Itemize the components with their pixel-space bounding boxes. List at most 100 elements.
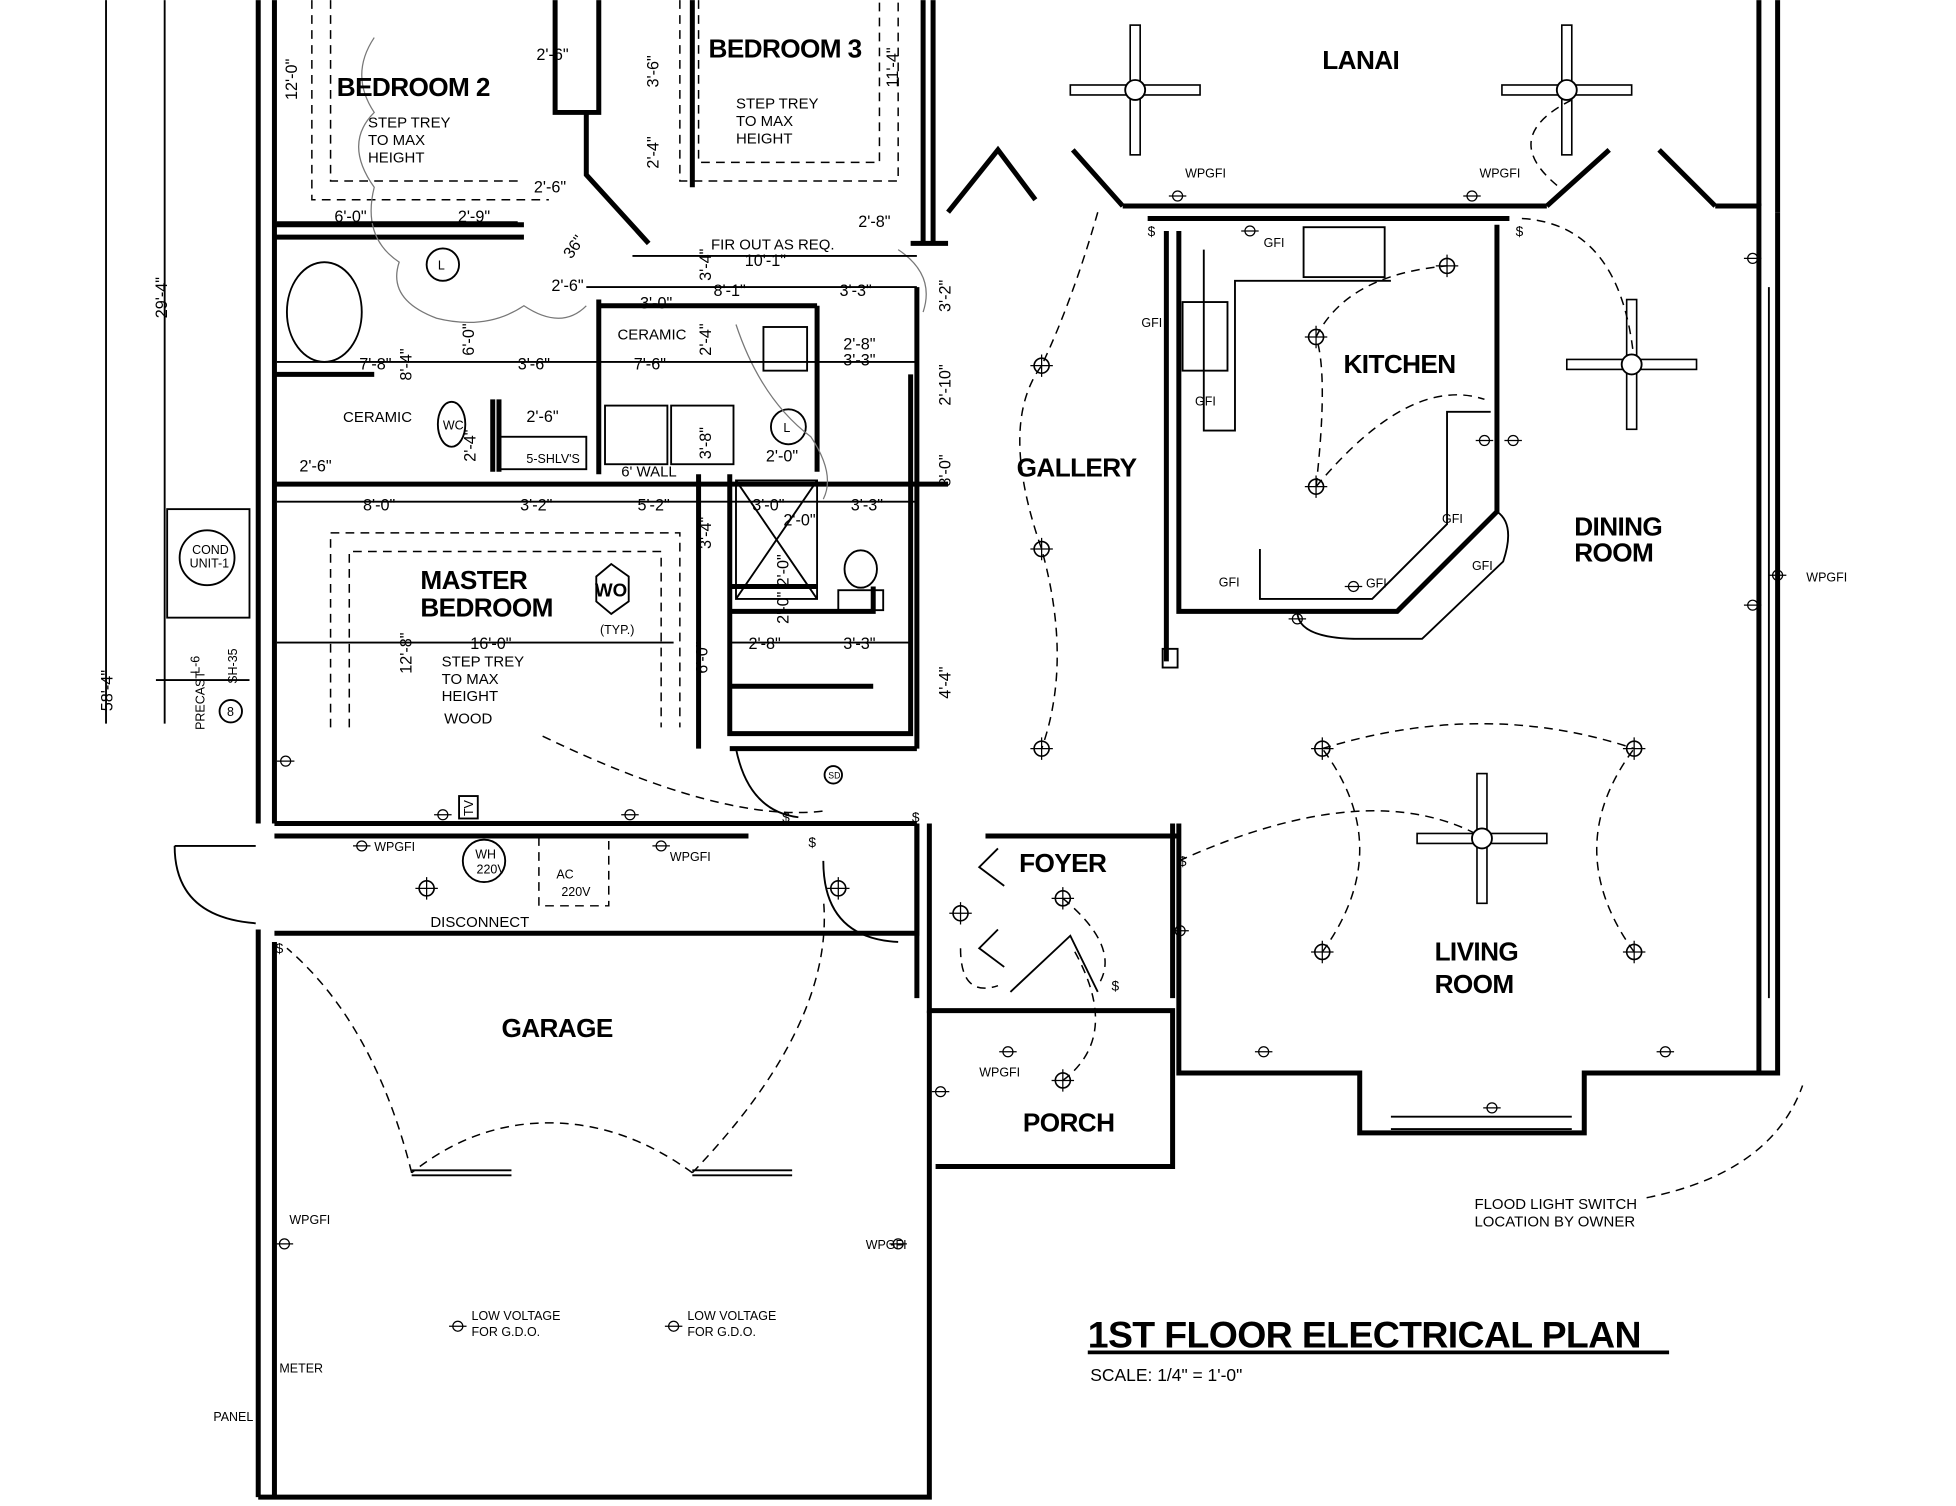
note-step-trey: STEP TREY	[368, 114, 451, 131]
dimension: 3'-4"	[697, 517, 715, 550]
switch-icon: $	[808, 835, 816, 850]
wpgfi-label: WPGFI	[866, 1238, 907, 1252]
light-fixture-icon	[827, 877, 850, 900]
note-to-max: TO MAX	[442, 671, 499, 688]
switch-icon: $	[912, 810, 920, 825]
dimension: 6'-0"	[334, 208, 367, 226]
dimension: 5'-2"	[637, 496, 670, 514]
gfi-label: GFI	[1195, 395, 1216, 409]
notes: STEP TREY TO MAX HEIGHT STEP TREY TO MAX…	[166, 96, 1847, 1424]
note-wh: WH	[475, 847, 496, 861]
light-fixture-icon	[1622, 737, 1646, 760]
dimension: 3'-3"	[843, 635, 876, 653]
fixtures: $$$$$$$$	[275, 24, 1787, 1332]
room-label-kitchen: KITCHEN	[1344, 349, 1456, 379]
note-disconnect: DISCONNECT	[430, 914, 529, 931]
note-tv: TV	[462, 799, 476, 816]
dimension: 8'-0"	[363, 496, 396, 514]
light-fixture-icon	[1051, 887, 1075, 910]
dimension: 2'-6"	[526, 408, 559, 426]
note-for-gdo: FOR G.D.O.	[687, 1325, 756, 1339]
dimension: 3'-4"	[697, 248, 715, 281]
circuit-wiring	[286, 99, 1804, 1199]
note-low-voltage: LOW VOLTAGE	[687, 1309, 776, 1323]
note-wc: WC	[443, 418, 464, 432]
dimension: 2'-0"	[766, 448, 799, 466]
dimension: 2'-4"	[697, 323, 715, 356]
dimension: 2'-8"	[843, 335, 876, 353]
note-ac: AC	[556, 867, 573, 881]
note-fir-out: FIR OUT AS REQ.	[711, 237, 835, 254]
dimension: 36"	[560, 232, 589, 262]
note-step-trey: STEP TREY	[736, 96, 819, 113]
note-low-voltage: LOW VOLTAGE	[472, 1309, 561, 1323]
light-fixture-icon	[1030, 537, 1053, 561]
ceiling-fan-hub-icon	[1124, 79, 1147, 101]
note-panel: PANEL	[213, 1410, 253, 1424]
room-label-dining: DINING	[1574, 511, 1662, 541]
dimension: 2'-9"	[458, 208, 491, 226]
dimension: 2'-10"	[937, 364, 955, 406]
dimension: 2'-6"	[299, 458, 332, 476]
dimension: 2'-0"	[783, 511, 816, 529]
note-6-wall: 6' WALL	[621, 464, 676, 481]
light-fixture-icon	[1030, 737, 1053, 760]
plan-title-text: 1ST FLOOR ELECTRICAL PLAN	[1088, 1313, 1641, 1355]
room-label-bedroom-2: BEDROOM 2	[337, 72, 490, 102]
dimension: 16'-0"	[470, 635, 512, 653]
room-label-garage: GARAGE	[501, 1013, 612, 1043]
note-height: HEIGHT	[368, 149, 425, 166]
light-fixture-icon	[1304, 475, 1328, 498]
dimension: 3'-6"	[645, 55, 663, 88]
dimension: 10'-1"	[745, 252, 787, 270]
dimension: 3'-6"	[518, 355, 551, 373]
note-precast: PRECAST	[194, 671, 208, 730]
light-fixture-icon	[1622, 940, 1646, 964]
dimension: 12'-8"	[398, 632, 416, 674]
note-l6: L-6	[189, 656, 203, 674]
dimension: 2'-6"	[534, 178, 567, 196]
wo-hex-icon	[595, 562, 630, 616]
dimension: 7'-6"	[634, 355, 667, 373]
dimension: 3'-3"	[840, 282, 873, 300]
gfi-label: GFI	[1472, 559, 1493, 573]
dimension-lines	[105, 0, 917, 724]
note-unit: UNIT-1	[190, 557, 230, 571]
dimension: 2'-4"	[645, 136, 663, 169]
light-fixture-icon	[415, 877, 438, 900]
dimension: 3'-2"	[937, 280, 955, 313]
note-cond: COND	[192, 543, 229, 557]
dimension: 8'-0"	[937, 454, 955, 487]
switch-icon: $	[782, 810, 790, 825]
room-label-porch: PORCH	[1023, 1108, 1114, 1138]
note-wood: WOOD	[444, 711, 492, 728]
ceiling-fan-hub-icon	[1620, 353, 1643, 376]
light-fixture-icon	[949, 902, 972, 925]
note-220v: 220V	[561, 885, 591, 899]
note-height: HEIGHT	[442, 688, 499, 705]
room-label-living-room: ROOM	[1435, 969, 1514, 999]
dimension: 29'-4"	[153, 277, 171, 319]
light-fixture-icon	[1311, 940, 1334, 964]
wpgfi-label: WPGFI	[289, 1213, 330, 1227]
light-fixture-icon	[1030, 354, 1053, 377]
dimension: 2'-6"	[551, 277, 584, 295]
dimension: 11'-4"	[884, 47, 902, 87]
dimension: 3'-0"	[640, 294, 673, 312]
room-label-gallery: GALLERY	[1017, 453, 1138, 483]
room-label-bedroom-3: BEDROOM 3	[709, 34, 862, 64]
note-meter: METER	[279, 1361, 323, 1375]
wpgfi-label: WPGFI	[1479, 166, 1520, 180]
wpgfi-label: WPGFI	[1806, 570, 1847, 584]
dimensions: 12'-0" 2'-6" 3'-6" 11'-4" 2'-4" 2'-6" 36…	[98, 46, 954, 711]
dimension: 58'-4"	[98, 670, 116, 712]
note-shelves: 5-SHLV'S	[526, 452, 579, 466]
tray-ceilings	[311, 0, 899, 728]
note-step-trey: STEP TREY	[442, 653, 525, 670]
dimension: 8'-4"	[398, 348, 416, 381]
switch-icon: $	[1148, 224, 1156, 239]
light-fixture-icon	[1435, 254, 1459, 278]
dimension: 2'-8"	[748, 635, 781, 653]
dimension: 3'-3"	[843, 352, 876, 370]
